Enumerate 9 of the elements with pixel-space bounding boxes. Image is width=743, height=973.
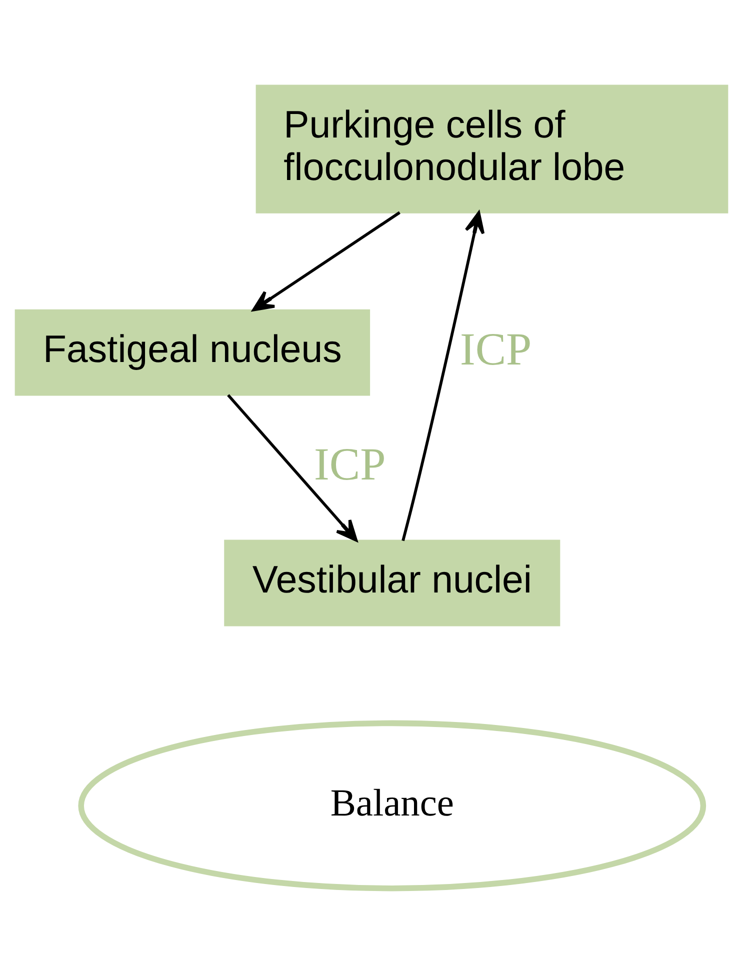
node-ellipse: Balance [78,720,706,891]
arrow [227,394,358,542]
node-box: Vestibular nuclei [224,539,560,626]
node-box: Fastigeal nucleus [14,308,370,396]
edge-label: ICP [460,322,532,374]
edge-label: ICP [314,438,386,490]
node-box: Purkinge cells of flocculonodular lobe [256,84,728,213]
arrow [252,210,400,311]
arrow [402,210,485,541]
